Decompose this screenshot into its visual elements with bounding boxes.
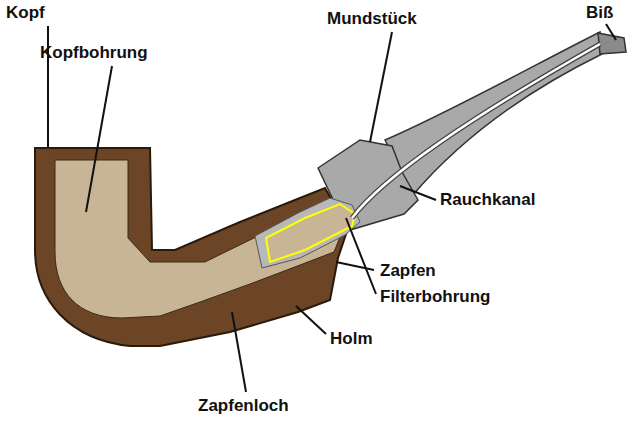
leader-line [346, 218, 376, 294]
leader-line [370, 32, 392, 142]
part-label: Zapfen [380, 262, 436, 281]
smoke-channel-outline [352, 44, 600, 218]
bit [598, 33, 626, 54]
part-label: Kopf [6, 4, 45, 23]
leader-line [232, 312, 246, 392]
tenon [255, 198, 360, 268]
leader-line [296, 306, 326, 334]
part-label: Biß [586, 4, 613, 23]
leader-line [606, 24, 616, 40]
mouthpiece-stem [385, 32, 602, 196]
leader-line [336, 262, 374, 270]
part-label: Rauchkanal [440, 191, 535, 210]
part-label: Kopfbohrung [40, 44, 148, 63]
filter-bore [266, 204, 355, 262]
part-label: Mundstück [327, 10, 417, 29]
part-label: Holm [330, 330, 373, 349]
part-label: Zapfenloch [198, 397, 289, 416]
leader-line [400, 186, 436, 200]
smoke-channel [352, 44, 600, 218]
part-label: Filterbohrung [380, 288, 490, 307]
leader-line [86, 66, 112, 212]
